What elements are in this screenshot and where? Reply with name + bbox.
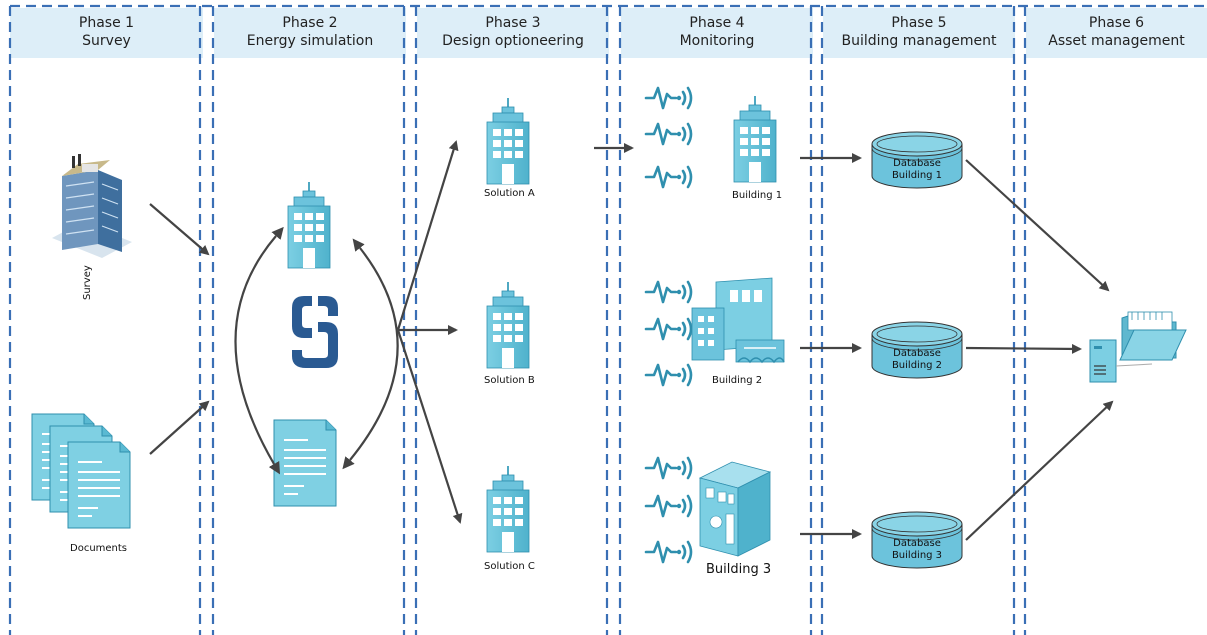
solution-b-icon xyxy=(486,281,530,369)
phase-4-title: Phase 4 xyxy=(689,15,745,31)
building-2-icon xyxy=(691,277,785,364)
phase-3-header: Phase 3 Design optioneering xyxy=(417,8,609,58)
survey-label: Survey xyxy=(82,265,93,300)
solution-c-label: Solution C xyxy=(484,561,535,572)
building-1-label: Building 1 xyxy=(732,190,783,201)
phase-5-header: Phase 5 Building management xyxy=(823,8,1015,58)
building-3-label: Building 3 xyxy=(706,562,772,577)
database-2-line2: Building 2 xyxy=(891,360,943,371)
phase-1-subtitle: Survey xyxy=(82,33,131,49)
phase-5-subtitle: Building management xyxy=(841,33,997,49)
documents-icon xyxy=(31,413,131,529)
phase-1-header: Phase 1 Survey xyxy=(10,8,203,58)
database-1-line2: Building 1 xyxy=(891,170,943,181)
building-2-label: Building 2 xyxy=(712,375,763,386)
solution-c-icon xyxy=(486,465,530,553)
phase-2-subtitle: Energy simulation xyxy=(246,33,374,49)
solution-b-label: Solution B xyxy=(484,375,535,386)
flow-arrows xyxy=(149,140,1114,541)
database-3-line2: Building 3 xyxy=(891,550,943,561)
phase-6-title: Phase 6 xyxy=(1088,15,1145,31)
sensor-signals-1 xyxy=(644,86,693,189)
database-3-label: Database Building 3 xyxy=(872,538,962,562)
phase-3-title: Phase 3 xyxy=(485,15,541,31)
phase-5-title: Phase 5 xyxy=(891,15,947,31)
simulation-building-icon xyxy=(287,181,331,269)
database-2-label: Database Building 2 xyxy=(872,348,962,372)
database-1-line1: Database xyxy=(893,158,941,169)
phase-6-subtitle: Asset management xyxy=(1048,33,1185,49)
phase-6-header: Phase 6 Asset management xyxy=(1026,8,1207,58)
phase-3-subtitle: Design optioneering xyxy=(442,33,584,49)
sensor-signals-2 xyxy=(644,280,693,387)
simulation-logo-icon xyxy=(292,296,338,368)
survey-building-icon xyxy=(52,154,132,258)
phase-2-title: Phase 2 xyxy=(282,15,338,31)
database-1-label: Database Building 1 xyxy=(872,158,962,182)
building-1-icon xyxy=(733,95,777,183)
building-3-icon xyxy=(698,461,772,557)
database-2-line1: Database xyxy=(893,348,941,359)
documents-label: Documents xyxy=(70,543,128,554)
phase-4-header: Phase 4 Monitoring xyxy=(621,8,813,58)
phase-dividers xyxy=(8,4,1207,635)
solution-a-label: Solution A xyxy=(484,188,535,199)
sensor-signals-3 xyxy=(644,456,693,564)
server-icon xyxy=(1089,339,1153,383)
database-3-line1: Database xyxy=(893,538,941,549)
folder-icon xyxy=(1119,311,1187,361)
solution-a-icon xyxy=(486,97,530,185)
phase-2-header: Phase 2 Energy simulation xyxy=(214,8,406,58)
simulation-document-icon xyxy=(273,419,337,507)
phase-4-subtitle: Monitoring xyxy=(679,33,755,49)
phase-1-title: Phase 1 xyxy=(78,15,135,31)
